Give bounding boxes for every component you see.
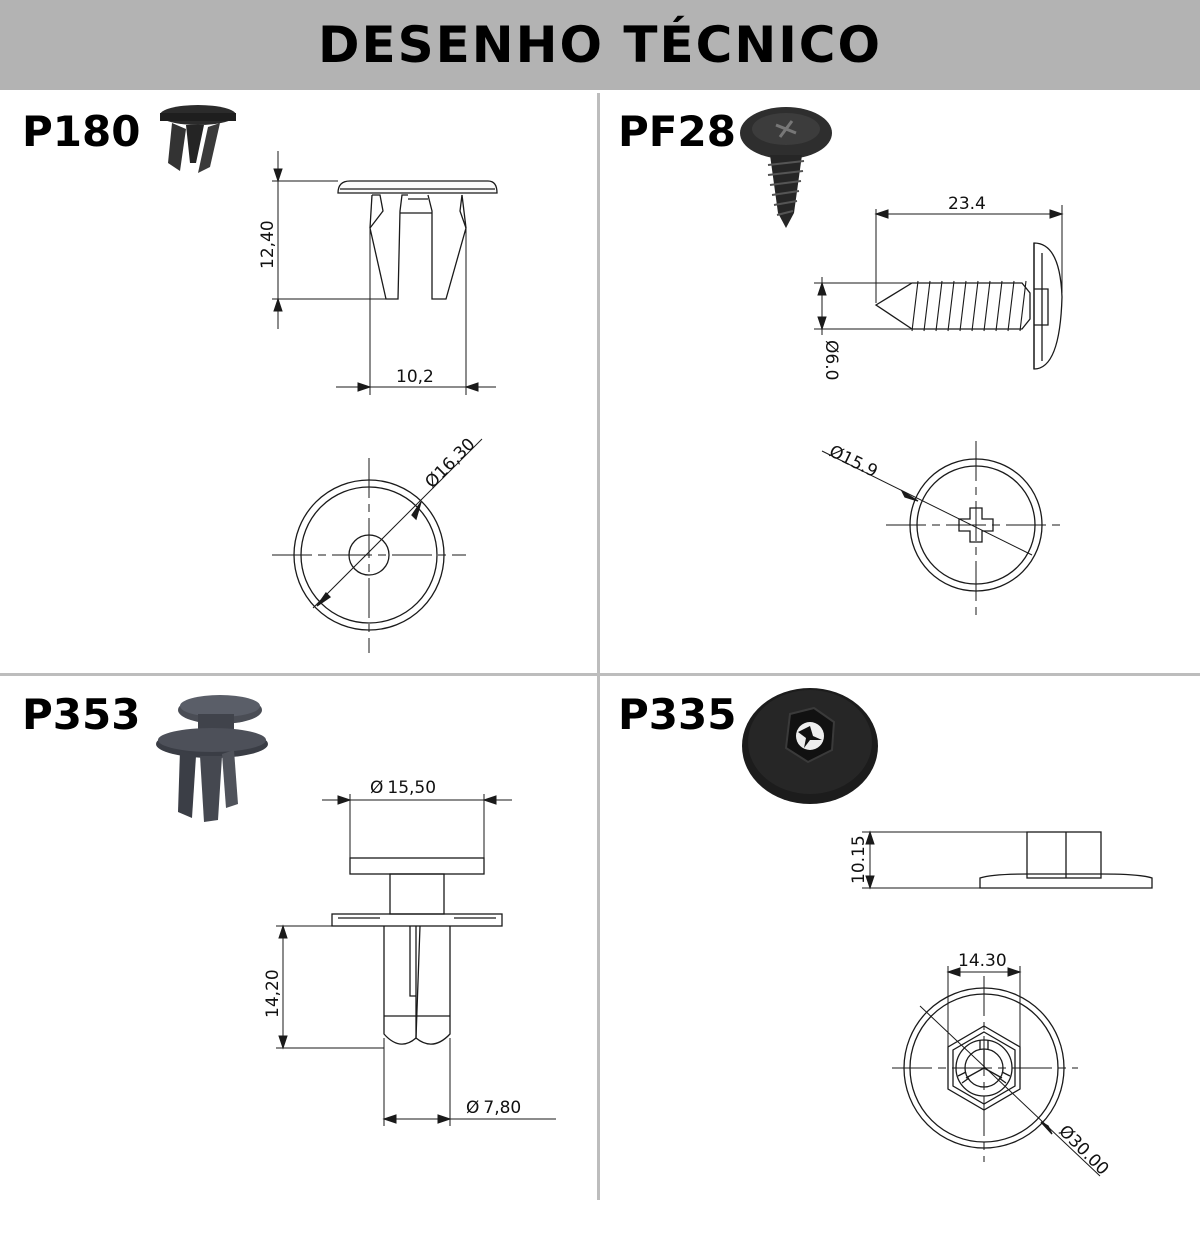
p180-dim-height bbox=[272, 151, 396, 329]
pf28-dim-length bbox=[874, 205, 1064, 303]
panel-p180: P180 12,40 bbox=[0, 93, 597, 673]
p180-side-view bbox=[337, 180, 498, 300]
p180-drawing: 12,40 10,2 Ø16,30 bbox=[160, 105, 498, 653]
horizontal-divider bbox=[0, 673, 1200, 676]
page-title: DESENHO TÉCNICO bbox=[317, 16, 883, 74]
pf28-top-view bbox=[821, 441, 1066, 615]
p180-thumbnail bbox=[160, 105, 236, 173]
dim-label: 10,2 bbox=[396, 367, 434, 387]
p335-side-view bbox=[979, 831, 1153, 889]
p353-side-view bbox=[331, 857, 503, 1045]
pf28-drawing: 23.4 Ø6.0 Ø15.9 bbox=[740, 107, 1066, 615]
panel-p353: P353 bbox=[0, 676, 597, 1256]
p353-dim-height bbox=[276, 924, 384, 1050]
p353-dim-head bbox=[322, 794, 512, 858]
p335-drawing: 10.15 14.30 Ø30.00 bbox=[742, 688, 1153, 1179]
dim-label: Ø30.00 bbox=[1054, 1121, 1112, 1179]
dim-label: 23.4 bbox=[948, 194, 986, 214]
p180-dim-width bbox=[336, 228, 496, 395]
page-header: DESENHO TÉCNICO bbox=[0, 0, 1200, 90]
panel-p335: P335 10.15 bbox=[600, 676, 1197, 1256]
p353-dim-shank bbox=[382, 1038, 556, 1126]
panel-pf28: PF28 bbox=[600, 93, 1197, 673]
p335-top-view bbox=[892, 976, 1101, 1177]
p335-thumbnail bbox=[742, 688, 878, 804]
part-code: PF28 bbox=[618, 107, 736, 156]
pf28-dim-shank bbox=[814, 277, 912, 335]
part-code: P335 bbox=[618, 690, 737, 739]
p335-dim-height bbox=[862, 830, 1027, 890]
dim-label: Ø15.9 bbox=[826, 442, 881, 482]
pf28-side-view bbox=[874, 242, 1063, 370]
vertical-divider bbox=[597, 93, 600, 1200]
pf28-thumbnail bbox=[740, 107, 832, 228]
dim-label: Ø6.0 bbox=[821, 340, 841, 380]
dim-label: 14.30 bbox=[958, 951, 1007, 971]
dim-label: 14,20 bbox=[263, 969, 283, 1018]
dim-label: 10.15 bbox=[849, 835, 869, 884]
part-code: P353 bbox=[22, 690, 141, 739]
p180-top-view bbox=[272, 438, 483, 653]
part-code: P180 bbox=[22, 107, 141, 156]
dim-label: Ø16,30 bbox=[421, 435, 479, 493]
dim-label: 12,40 bbox=[258, 220, 278, 269]
p335-dim-hex bbox=[946, 966, 1022, 1047]
p353-thumbnail bbox=[156, 695, 268, 822]
